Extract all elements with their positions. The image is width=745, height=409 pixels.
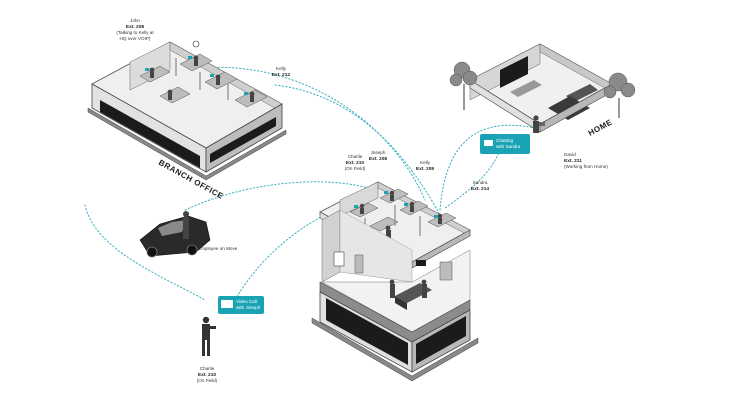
svg-text:Joseph: Joseph [371,150,386,155]
charlie-field-figure [202,316,216,356]
kelly-hq-label: Kelly Ext. 209 [416,160,434,172]
svg-text:Ext. 210: Ext. 210 [346,160,364,166]
kelly-branch-label: Kelly Ext. 212 [272,66,290,78]
svg-text:HQ over VOIP): HQ over VOIP) [120,36,151,41]
link-home-to-sandra [444,149,501,209]
charlie-field-label: Charlie Ext. 210 (On Field) [197,366,218,383]
svg-text:with Joseph: with Joseph [236,305,261,310]
whiteboard-icon [333,251,345,267]
svg-text:David: David [564,152,576,157]
hq-windows [326,298,408,365]
video-bubble: Video Call with Joseph [218,296,264,314]
svg-text:Ext. 208: Ext. 208 [126,24,144,30]
tree-icon [449,61,636,118]
svg-text:Charlie: Charlie [200,366,215,371]
svg-text:(Talking to Kelly at: (Talking to Kelly at [116,30,154,35]
chat-bubble: Chatting with Sandra [480,134,530,154]
svg-text:Kelly: Kelly [276,66,287,71]
john-label: John Ext. 208 (Talking to Kelly at HQ ov… [116,18,154,41]
branch-windows [100,100,200,168]
svg-text:John: John [130,18,140,23]
svg-text:(Working from Home): (Working from Home) [564,164,608,169]
home-label: HOME [587,118,614,138]
link-car-to-charlie [84,204,206,301]
sandra-label: Sandra Ext. 214 [471,180,489,192]
david-label: David Ext. 211 (Working from Home) [564,152,608,169]
svg-text:Ext. 214: Ext. 214 [471,186,489,192]
svg-text:Video Call: Video Call [236,299,257,304]
svg-text:(On Field): (On Field) [197,378,218,383]
svg-text:(On Field): (On Field) [345,166,366,171]
employee-on-move-label: Employee on Move [198,246,238,251]
svg-text:Ext. 211: Ext. 211 [564,158,582,164]
car-icon [139,211,211,258]
link-hq-to-home [439,124,536,211]
link-car-to-hq [184,181,376,211]
employee-figure [183,217,189,239]
svg-text:with Sandra: with Sandra [496,144,521,149]
svg-text:Kelly: Kelly [420,160,431,165]
svg-text:Ext. 209: Ext. 209 [416,166,434,172]
branch-office-building: BRANCH OFFICE [87,40,287,201]
chat-icon [484,140,493,146]
clock-icon [192,40,200,48]
tv-icon [500,56,528,88]
hq-building [311,181,479,382]
svg-text:Ext. 210: Ext. 210 [198,372,216,378]
charlie-hq-label: Charlie Ext. 210 (On Field) [345,154,366,171]
video-icon [221,300,233,308]
branch-desks [139,53,268,108]
svg-text:Ext. 208: Ext. 208 [369,156,387,162]
link-branch-to-kelly [274,84,441,216]
svg-text:Ext. 212: Ext. 212 [272,72,290,78]
joseph-label: Joseph Ext. 208 [369,150,387,162]
sofa-icon [566,84,598,102]
david-figure [533,121,539,133]
svg-text:Chatting: Chatting [496,138,514,143]
svg-text:Sandra: Sandra [473,180,488,185]
svg-text:Charlie: Charlie [348,154,363,159]
home-building: HOME [469,43,614,138]
